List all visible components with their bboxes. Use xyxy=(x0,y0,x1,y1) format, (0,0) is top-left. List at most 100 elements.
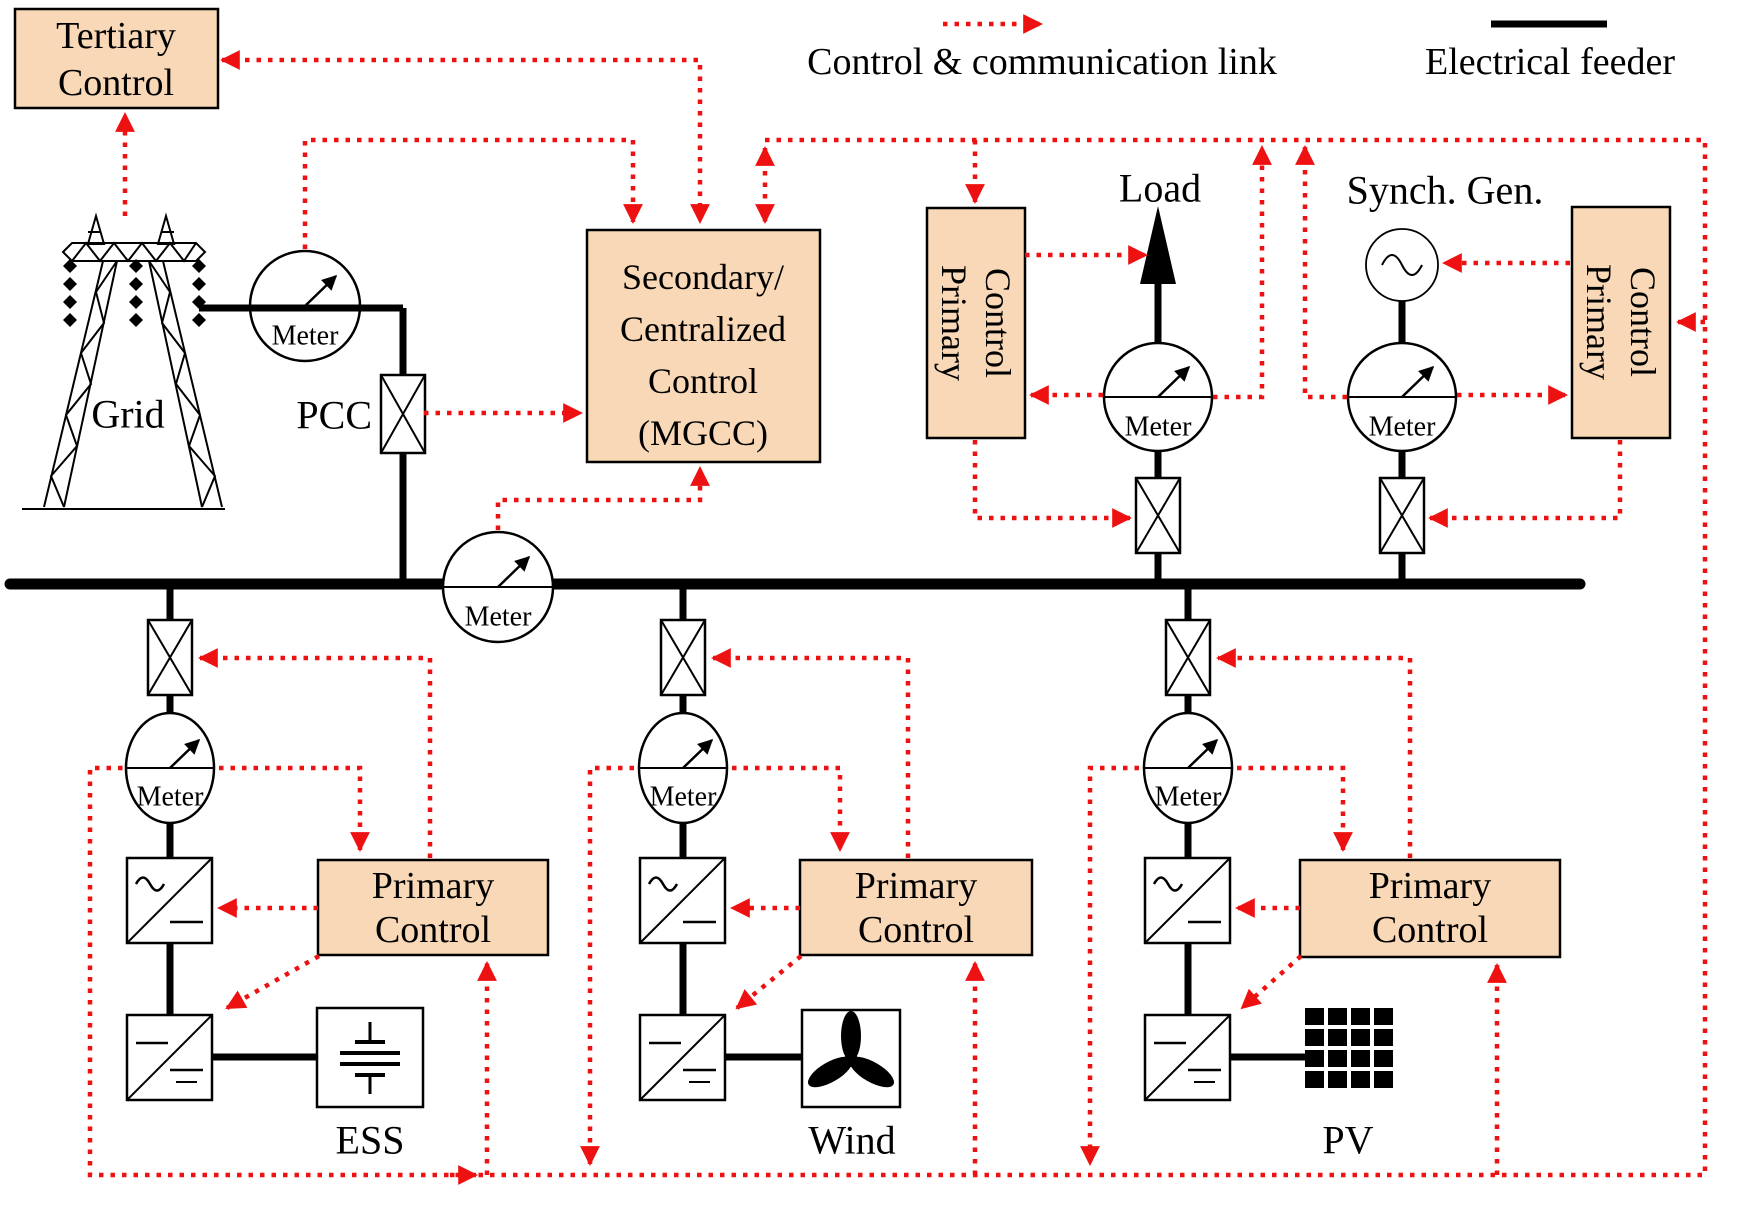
link-windpc-breaker xyxy=(711,648,911,858)
link-pvmeter-bottom xyxy=(1080,765,1139,1166)
ess-pc-label-line1: Primary xyxy=(372,865,494,907)
legend-feeder-label: Electrical feeder xyxy=(1425,41,1675,83)
ess-acdc-converter xyxy=(125,856,214,945)
bus-meter-label: Meter xyxy=(465,602,533,633)
ess-pc-label-line2: Control xyxy=(375,909,491,951)
tertiary-control-box xyxy=(13,7,220,110)
bus-meter: Meter xyxy=(441,530,555,644)
pcc-breaker xyxy=(379,373,427,455)
electrical-feeders xyxy=(4,280,1586,1061)
tertiary-label-line2: Control xyxy=(58,62,174,104)
trunk-line xyxy=(87,137,1708,1178)
sine-wave-icon xyxy=(1381,254,1423,276)
grid-meter: Meter xyxy=(248,249,362,363)
grid-meter-label: Meter xyxy=(272,321,340,352)
pv-pc-label-line2: Control xyxy=(1372,909,1488,951)
ess-breaker xyxy=(146,618,194,697)
tower-left-peak xyxy=(86,212,106,245)
grid-tower xyxy=(22,212,225,510)
link-windmeter-windpc xyxy=(732,765,850,852)
wind-primary-control-box xyxy=(798,858,1034,957)
link-esspc-breaker xyxy=(198,648,433,858)
load-pc-label-line2: Control xyxy=(978,268,1018,378)
ess-feeder-line xyxy=(166,584,317,1061)
synch-breaker xyxy=(1378,476,1426,555)
link-pvpc-breaker xyxy=(1216,648,1413,858)
ac-icon xyxy=(1152,876,1184,892)
pcc-label: PCC xyxy=(296,393,372,438)
pv-dcdc-converter xyxy=(1143,1013,1232,1102)
synch-gen-label: Synch. Gen. xyxy=(1347,168,1544,213)
link-gridmeter-mgcc xyxy=(302,137,643,249)
link-busmeter-mgcc xyxy=(495,466,710,530)
meter-needle-icon xyxy=(1187,738,1219,769)
link-esspc-dcdc xyxy=(225,954,321,1010)
grid-label: Grid xyxy=(91,392,164,437)
legend: Control & communication link Electrical … xyxy=(807,20,1675,83)
pv-feeder-line xyxy=(1184,584,1305,1061)
pv-label: PV xyxy=(1322,1118,1373,1163)
load-symbol xyxy=(1140,206,1176,284)
wind-dcdc-converter xyxy=(638,1013,727,1102)
wind-label: Wind xyxy=(808,1118,895,1163)
link-pvpc-dcdc xyxy=(1240,954,1303,1010)
wind-acdc-converter xyxy=(638,856,727,945)
ess-meter: Meter xyxy=(124,711,216,825)
pv-meter: Meter xyxy=(1142,711,1234,825)
meter-needle-icon xyxy=(1157,365,1191,398)
pv-acdc-converter xyxy=(1143,856,1232,945)
tower-right-peak xyxy=(156,212,176,245)
ac-icon xyxy=(134,876,166,892)
pv-panel-icon xyxy=(1305,1008,1393,1088)
ess-meter-label: Meter xyxy=(137,782,205,813)
ess-battery xyxy=(315,1006,425,1109)
wind-turbine-icon xyxy=(807,1011,895,1088)
wind-source xyxy=(800,1008,902,1109)
legend-control-link-label: Control & communication link xyxy=(807,41,1277,83)
meter-needle-icon xyxy=(497,555,531,588)
ac-icon xyxy=(647,876,679,892)
synch-meter: Meter xyxy=(1346,341,1458,453)
meter-needle-icon xyxy=(682,738,714,769)
load-label: Load xyxy=(1119,166,1201,211)
tower-insulators xyxy=(63,259,206,327)
meter-needle-icon xyxy=(169,738,201,769)
pv-meter-label: Meter xyxy=(1155,782,1223,813)
mgcc-label-line3: Control xyxy=(648,361,758,401)
meter-needle-icon xyxy=(1401,365,1435,398)
synch-gen-symbol xyxy=(1365,228,1439,302)
link-loadmeter-trunk xyxy=(1213,145,1272,400)
link-synchpc-breaker xyxy=(1428,440,1623,528)
tower-left-leg-lattice xyxy=(49,260,118,508)
battery-icon xyxy=(340,1022,400,1094)
tertiary-label-line1: Tertiary xyxy=(56,15,176,57)
ess-label: ESS xyxy=(336,1118,405,1163)
pv-source xyxy=(1305,1008,1393,1088)
ess-dcdc-converter xyxy=(125,1013,214,1102)
wind-meter: Meter xyxy=(637,711,729,825)
synch-meter-label: Meter xyxy=(1369,412,1437,443)
load-meter: Meter xyxy=(1102,341,1214,453)
meter-needle-icon xyxy=(304,274,338,307)
wind-pc-label-line2: Control xyxy=(858,909,974,951)
mgcc-box xyxy=(585,228,822,464)
pv-primary-control-box xyxy=(1298,858,1562,959)
link-pvmeter-pvpc xyxy=(1237,765,1353,852)
load-arrow-icon xyxy=(1140,206,1176,284)
pv-pc-label-line1: Primary xyxy=(1369,865,1491,907)
load-primary-control-box xyxy=(925,206,1027,440)
ess-primary-control-box xyxy=(316,858,550,957)
synch-primary-control-box xyxy=(1570,205,1672,440)
wind-pc-label-line1: Primary xyxy=(855,865,977,907)
tower-crossarm-lattice xyxy=(71,241,197,263)
wind-meter-label: Meter xyxy=(650,782,718,813)
load-meter-label: Meter xyxy=(1125,412,1193,443)
mgcc-label-line2: Centralized xyxy=(620,309,786,349)
link-loadpc-breaker xyxy=(972,440,1132,528)
wind-feeder-line xyxy=(679,584,802,1061)
link-essmeter-esspc xyxy=(219,765,370,852)
wind-breaker xyxy=(659,618,707,697)
mgcc-label-line1: Secondary/ xyxy=(622,257,784,297)
